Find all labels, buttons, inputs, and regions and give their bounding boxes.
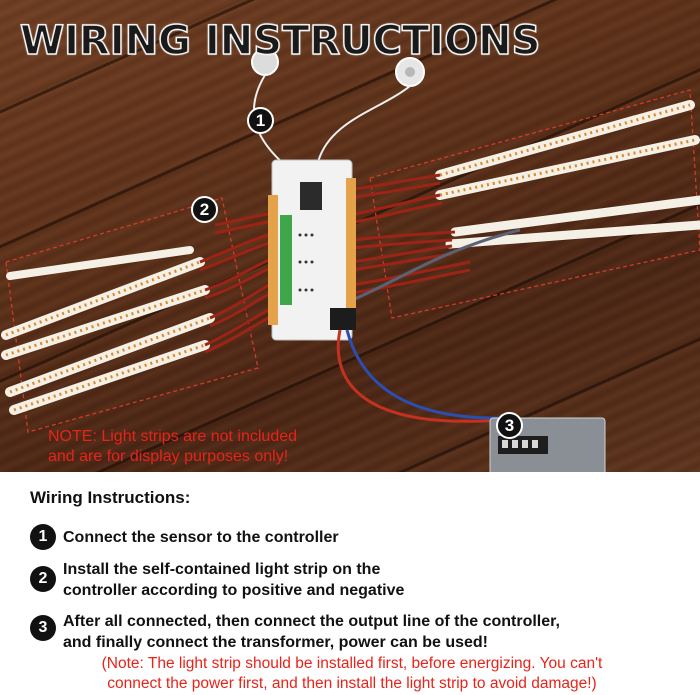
right-led-strips [435,100,700,249]
sensor-badge: 1 [247,107,274,134]
step-text-line2: and finally connect the transformer, pow… [63,634,488,651]
display-note: NOTE: Light strips are not included and … [48,427,297,467]
right-wire-bundle [349,173,471,295]
step-text-line1: Install the self-contained light strip o… [63,561,381,578]
page-title: WIRING INSTRUCTIONS [19,17,541,65]
motion-sensors [251,48,425,87]
wiring-illustration [1,48,700,472]
footnote-line2: connect the power first, and then instal… [107,675,597,692]
power-badge: 3 [496,412,523,439]
step-number-icon: 2 [30,566,56,592]
guide-boxes [5,89,700,433]
step-number-icon: 3 [30,615,56,641]
product-photo: WIRING INSTRUCTIONS 1 2 3 NOTE: Light st… [0,0,700,472]
footnote-line1: (Note: The light strip should be install… [101,655,603,672]
step-number-icon: 1 [30,524,56,550]
energizing-footnote: (Note: The light strip should be install… [12,654,692,694]
step-text-line1: After all connected, then connect the ou… [63,613,560,630]
controller-board [268,159,356,341]
display-note-line1: NOTE: Light strips are not included [48,428,298,445]
instructions-heading: Wiring Instructions: [30,488,191,507]
step-text: Connect the sensor to the controller [63,529,339,546]
display-note-line2: and are for display purposes only! [48,448,289,465]
step-text-line2: controller according to positive and neg… [63,582,405,599]
strip-badge: 2 [191,196,218,223]
